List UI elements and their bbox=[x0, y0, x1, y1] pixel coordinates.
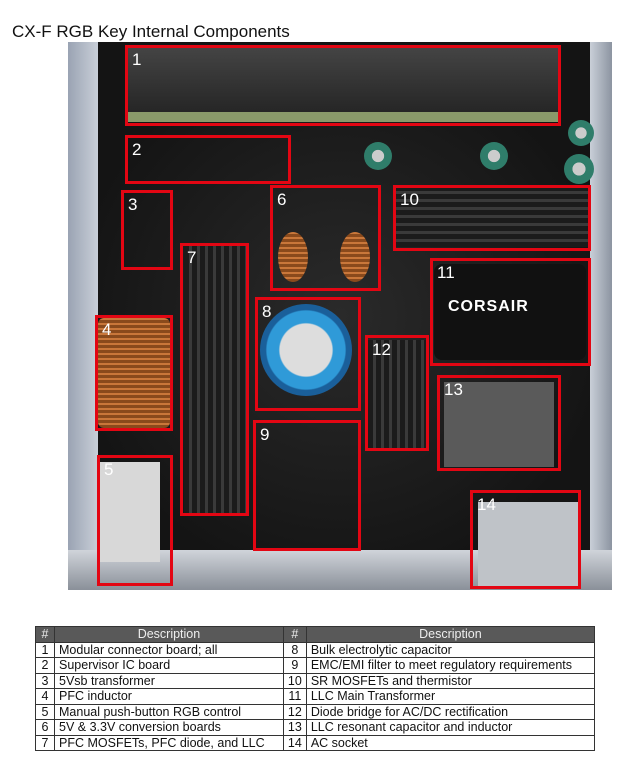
small-capacitor bbox=[364, 142, 392, 170]
component-number: 6 bbox=[35, 719, 55, 736]
callout-14: 14 bbox=[470, 490, 581, 589]
rgb-button bbox=[100, 462, 160, 562]
chassis-left bbox=[68, 42, 98, 590]
component-number: 7 bbox=[35, 734, 55, 751]
component-description: SR MOSFETs and thermistor bbox=[305, 672, 596, 689]
component-description: 5Vsb transformer bbox=[54, 672, 284, 689]
callout-number: 9 bbox=[260, 425, 270, 444]
callout-number: 8 bbox=[262, 302, 272, 321]
callout-number: 7 bbox=[187, 248, 197, 267]
coil-right bbox=[340, 232, 370, 282]
resonant-inductor bbox=[444, 382, 554, 467]
pcb-edge bbox=[128, 112, 558, 122]
heatsink-pfc bbox=[184, 245, 246, 515]
header-description: Description bbox=[305, 626, 596, 643]
header-description: Description bbox=[54, 626, 284, 643]
component-number: 12 bbox=[282, 703, 307, 720]
chassis-right bbox=[590, 42, 612, 590]
component-description: Modular connector board; all bbox=[54, 641, 284, 658]
page-title: CX-F RGB Key Internal Components bbox=[12, 22, 290, 41]
header-num: # bbox=[35, 626, 55, 643]
component-number: 4 bbox=[35, 688, 55, 705]
small-capacitor bbox=[480, 142, 508, 170]
callout-number: 5 bbox=[104, 460, 114, 479]
component-description: 5V & 3.3V conversion boards bbox=[54, 719, 284, 736]
callout-number: 2 bbox=[132, 140, 142, 159]
component-number: 13 bbox=[282, 719, 307, 736]
callout-number: 3 bbox=[128, 195, 138, 214]
connector-board bbox=[128, 48, 558, 120]
corsair-logo: CORSAIR bbox=[448, 298, 529, 315]
callout-number: 13 bbox=[444, 380, 463, 399]
callout-10: 10 bbox=[393, 185, 591, 251]
callout-number: 11 bbox=[437, 263, 455, 282]
callout-2: 2 bbox=[125, 135, 291, 184]
callout-number: 1 bbox=[132, 50, 142, 69]
component-number: 3 bbox=[35, 672, 55, 689]
callout-4: 4 bbox=[95, 315, 173, 431]
callout-number: 14 bbox=[477, 495, 496, 514]
component-description: Manual push-button RGB control bbox=[54, 703, 284, 720]
heatsink-sr bbox=[394, 187, 588, 247]
callout-11: 11 bbox=[430, 258, 591, 366]
callout-13: 13 bbox=[437, 375, 561, 471]
ac-socket bbox=[478, 502, 578, 587]
callout-8: 8 bbox=[255, 297, 361, 411]
component-number: 10 bbox=[282, 672, 307, 689]
main-transformer bbox=[434, 264, 586, 360]
header-num: # bbox=[282, 626, 307, 643]
component-number: 2 bbox=[35, 657, 55, 674]
component-description: Supervisor IC board bbox=[54, 657, 284, 674]
callout-number: 4 bbox=[102, 320, 112, 339]
component-description: EMC/EMI filter to meet regulatory requir… bbox=[305, 657, 596, 674]
component-number: 9 bbox=[282, 657, 307, 674]
callout-3: 3 bbox=[121, 190, 173, 270]
callout-5: 5 bbox=[97, 455, 173, 586]
callout-7: 7 bbox=[180, 243, 249, 516]
pfc-inductor bbox=[98, 318, 170, 428]
component-description: LLC Main Transformer bbox=[305, 688, 596, 705]
callout-6: 6 bbox=[270, 185, 381, 291]
callout-9: 9 bbox=[253, 420, 361, 551]
component-description: Diode bridge for AC/DC rectification bbox=[305, 703, 596, 720]
table-header: # Description # Description bbox=[35, 626, 596, 643]
component-number: 1 bbox=[35, 641, 55, 658]
component-description: Bulk electrolytic capacitor bbox=[305, 641, 596, 658]
bulk-capacitor bbox=[260, 304, 352, 396]
component-description: PFC MOSFETs, PFC diode, and LLC bbox=[54, 734, 284, 751]
callout-number: 6 bbox=[277, 190, 287, 209]
component-number: 11 bbox=[282, 688, 307, 705]
callout-1: 1 bbox=[125, 45, 561, 126]
callout-12: 12 bbox=[365, 335, 429, 451]
component-number: 8 bbox=[282, 641, 307, 658]
component-description: PFC inductor bbox=[54, 688, 284, 705]
component-number: 14 bbox=[282, 734, 307, 751]
component-number: 5 bbox=[35, 703, 55, 720]
small-capacitor bbox=[568, 120, 594, 146]
component-description: LLC resonant capacitor and inductor bbox=[305, 719, 596, 736]
heatsink-bridge bbox=[368, 340, 426, 450]
component-description: AC socket bbox=[305, 734, 596, 751]
coil-left bbox=[278, 232, 308, 282]
small-capacitor bbox=[564, 154, 594, 184]
callout-number: 12 bbox=[372, 340, 391, 359]
psu-internal-photo: CORSAIR bbox=[68, 42, 612, 590]
callout-number: 10 bbox=[400, 190, 419, 209]
